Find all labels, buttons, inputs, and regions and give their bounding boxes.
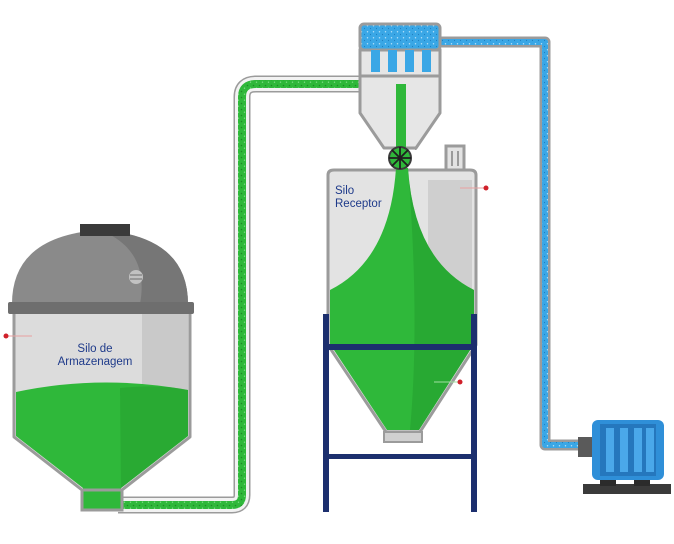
blower-motor-icon — [578, 420, 671, 494]
conveying-pipe — [118, 75, 417, 514]
storage-silo-label-line1: Silo de — [77, 343, 113, 355]
cyclone-separator — [358, 22, 442, 150]
storage-silo — [8, 224, 194, 512]
callout-markers — [3, 185, 489, 385]
marker-receiver-silo — [460, 185, 489, 191]
receiver-silo-label-line1: Silo — [335, 185, 355, 197]
marker-material — [434, 379, 463, 385]
receiver-silo-label-line2: Receptor — [335, 198, 382, 210]
storage-silo-label-line2: Armazenagem — [57, 356, 133, 368]
receiver-silo-label: Silo Receptor — [335, 185, 382, 211]
support-frame — [323, 314, 477, 512]
storage-silo-label: Silo de Armazenagem — [40, 343, 150, 369]
marker-storage-silo — [3, 333, 32, 339]
air-pipe — [440, 36, 585, 451]
rotary-valve-icon — [388, 146, 412, 170]
receiver-silo — [326, 144, 478, 443]
